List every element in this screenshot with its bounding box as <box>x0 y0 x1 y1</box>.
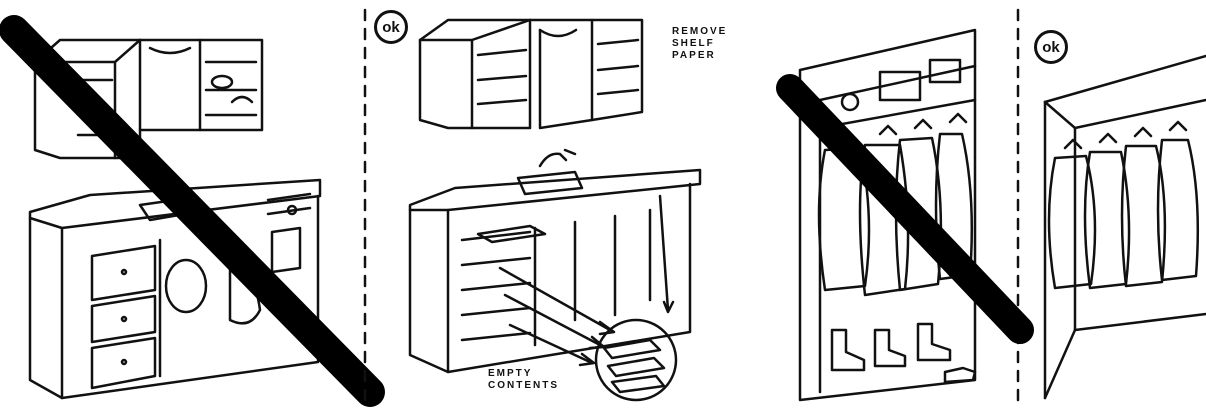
ok-badge: ok <box>1034 30 1068 64</box>
ok-badge: ok <box>374 10 408 44</box>
closet-empty <box>1043 54 1206 400</box>
empty-contents-label: EMPTY CONTENTS <box>488 368 559 391</box>
cross-out-slash <box>0 15 385 407</box>
closet-full <box>798 28 977 402</box>
kitchen-cabinets-empty <box>408 18 702 402</box>
kitchen-cabinets-full <box>28 38 322 400</box>
cross-out-slash <box>776 74 1034 344</box>
remove-shelf-paper-label: REMOVE SHELF PAPER <box>672 26 728 61</box>
